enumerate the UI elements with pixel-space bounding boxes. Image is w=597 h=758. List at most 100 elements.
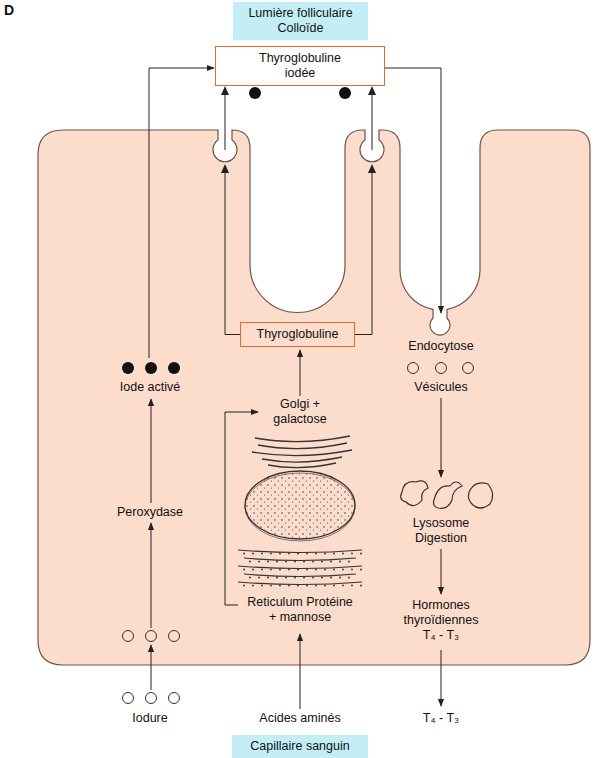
ribosome-dot [306, 569, 308, 571]
ribosome-dot [270, 585, 272, 587]
ribosome-dot [252, 553, 254, 555]
ribosome-dot [303, 561, 305, 563]
ribosome-dot [243, 569, 245, 571]
ribosome-dot [252, 585, 254, 587]
node-text: Lumière folliculaire Colloïde [238, 6, 363, 36]
iodide-circles [123, 693, 180, 704]
ribosome-dot [303, 577, 305, 579]
input-label: Iodure [110, 711, 190, 726]
organelle-label: Lysosome Digestion [405, 516, 477, 546]
reticulum-membrane [244, 558, 356, 561]
ribosome-dot [279, 553, 281, 555]
ribosome-dot [297, 553, 299, 555]
ribosome-dot [348, 577, 350, 579]
golgi-stack [252, 436, 352, 468]
ribosome-dot [252, 569, 254, 571]
ribosome-dot [261, 569, 263, 571]
panel-letter: D [4, 2, 24, 19]
ribosome-dot [261, 585, 263, 587]
ribosome-dot [324, 569, 326, 571]
ribosome-dot [315, 553, 317, 555]
ribosome-dot [249, 577, 251, 579]
reticulum [238, 550, 362, 586]
ribosome-dot [276, 577, 278, 579]
node-text: Thyroglobuline [245, 327, 350, 342]
lysosomes [401, 481, 493, 508]
ribosome-dot [324, 553, 326, 555]
ribosome-dot [249, 561, 251, 563]
ribosome-dot [342, 585, 344, 587]
output-label: T₄ - T₃ [401, 711, 481, 726]
ribosome-dot [321, 577, 323, 579]
nucleus [245, 471, 355, 541]
cell-outline [38, 130, 590, 665]
ribosome-dot [270, 569, 272, 571]
ribosome-dot [339, 561, 341, 563]
ribosome-dot [312, 577, 314, 579]
ribosome-dot [360, 553, 362, 555]
reticulum-membrane [238, 550, 362, 553]
ribosome-dot [360, 585, 362, 587]
ribosome-dot [339, 577, 341, 579]
ribosome-dot [270, 553, 272, 555]
ribosome-dot [243, 553, 245, 555]
region-label-box: Lumière folliculaire Colloïde [233, 2, 368, 40]
ribosome-dot [285, 577, 287, 579]
ribosome-dot [315, 569, 317, 571]
ribosome-dot [267, 561, 269, 563]
ribosome-dot [342, 569, 344, 571]
region-label-box: Capillaire sanguin [232, 735, 368, 758]
ribosome-dot [324, 585, 326, 587]
step-label: Vésicules [396, 380, 486, 395]
ribosome-dot [333, 553, 335, 555]
ribosome-dot [294, 577, 296, 579]
ribosome-dot [312, 561, 314, 563]
molecule-box: Thyroglobuline iodée [215, 46, 385, 86]
ribosome-dot [315, 585, 317, 587]
ribosome-dot [243, 585, 245, 587]
organelle-label: Reticulum Protéine + mannose [247, 595, 353, 625]
ribosome-dot [360, 569, 362, 571]
ribosome-dot [348, 561, 350, 563]
ribosome-dot [351, 553, 353, 555]
arrow-head [368, 86, 376, 95]
reticulum-membrane [238, 566, 362, 569]
ribosome-dot [285, 561, 287, 563]
ribosome-dot [342, 553, 344, 555]
ribosome-dot [321, 561, 323, 563]
step-label: Iode activé [100, 380, 200, 395]
ribosome-dot [288, 585, 290, 587]
node-text: Thyroglobuline iodée [252, 51, 348, 81]
ribosome-dot [330, 561, 332, 563]
step-label: Endocytose [396, 339, 486, 354]
reticulum-membrane [238, 582, 362, 585]
flow-arrows [149, 68, 441, 709]
arrow-head [221, 86, 229, 95]
ribosome-dot [267, 577, 269, 579]
secretion-arrow [221, 86, 376, 335]
ribosome-dot [333, 585, 335, 587]
ribosome-dot [279, 585, 281, 587]
ribosome-dot [261, 553, 263, 555]
arrow-head [368, 164, 376, 173]
reticulum-membrane [244, 574, 356, 577]
ribosome-dot [306, 553, 308, 555]
organelle-label: Golgi + galactose [264, 397, 336, 427]
ribosome-dot [351, 585, 353, 587]
product-label: Hormones thyroïdiennes T₄ - T₃ [401, 598, 481, 643]
iodine-dots [122, 87, 351, 374]
node-text: Capillaire sanguin [237, 739, 363, 754]
arrow-head [221, 164, 229, 173]
ribosome-dot [288, 569, 290, 571]
ribosome-dot [258, 577, 260, 579]
ribosome-dot [297, 585, 299, 587]
input-label: Acides aminés [240, 711, 360, 726]
molecule-box: Thyroglobuline [240, 322, 355, 347]
connector-line [225, 94, 372, 335]
ribosome-dot [306, 585, 308, 587]
ribosome-dot [297, 569, 299, 571]
enzyme-label: Peroxydase [100, 505, 200, 520]
ribosome-dot [330, 577, 332, 579]
